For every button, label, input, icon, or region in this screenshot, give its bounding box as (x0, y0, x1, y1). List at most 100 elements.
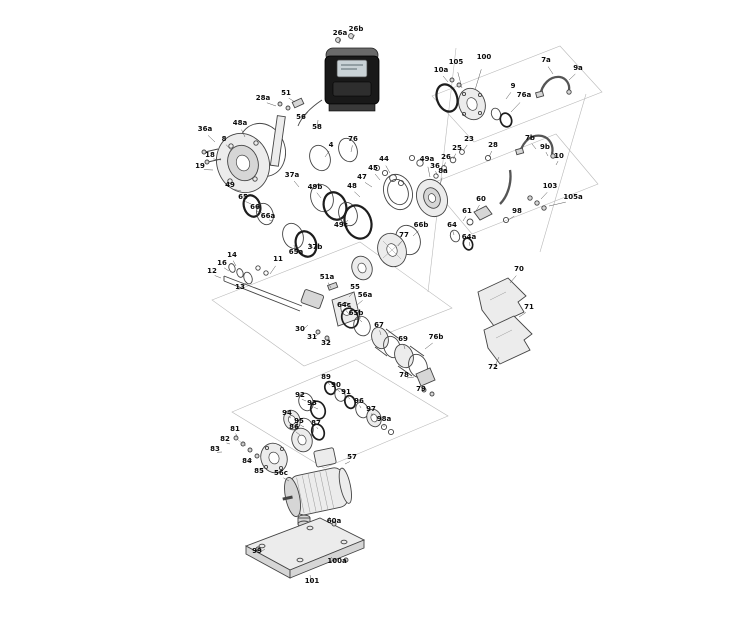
part-label-31: 31 (307, 333, 317, 341)
leader-line (555, 160, 559, 166)
part-label-101: 101 (305, 577, 320, 585)
part-label-55: 55 (350, 283, 360, 291)
leader-line (406, 376, 415, 379)
leader-line (241, 129, 246, 138)
leader-line (295, 431, 301, 436)
part-label-66: 66 (250, 203, 260, 211)
leader-line (223, 267, 230, 272)
leader-line (475, 204, 480, 212)
part-label-49a: 49a (420, 155, 435, 163)
part-label-36: 36 (430, 162, 440, 170)
part-label-66a: 66a (261, 212, 276, 220)
part-label-94: 94 (282, 409, 292, 417)
leader-line (348, 292, 354, 298)
part-label-69: 69 (398, 335, 408, 343)
part-label-48a: 48a (233, 119, 248, 127)
leader-line (226, 442, 231, 445)
part-label-61: 61 (462, 207, 472, 215)
part-label-64c: 64c (337, 301, 351, 309)
leader-line (316, 427, 319, 430)
leader-line (505, 92, 512, 100)
part-label-57: 57 (347, 453, 357, 461)
part-label-45: 45 (368, 164, 378, 172)
shaft-key (326, 281, 339, 291)
part-label-66b: 66b (414, 221, 429, 229)
part-label-26a: 26a (333, 29, 348, 37)
part-label-67: 67 (374, 321, 384, 329)
part-label-72: 72 (488, 363, 498, 371)
part-label-13: 13 (235, 283, 245, 291)
motor-controller (324, 33, 380, 112)
part-label-96: 96 (354, 397, 364, 405)
leader-line (507, 215, 515, 221)
leader-line (293, 180, 300, 188)
leader-line (317, 119, 319, 128)
leader-line (330, 556, 336, 563)
motor-terminal-box (313, 447, 337, 468)
part-label-92: 92 (295, 391, 305, 399)
leader-line (350, 145, 353, 153)
part-label-84: 84 (242, 457, 252, 465)
part-label-100a: 100a (327, 557, 347, 565)
part-label-65b: 65b (349, 309, 364, 317)
part-label-37b: 37b (308, 243, 323, 251)
part-label-100: 100 (477, 53, 492, 61)
part-label-10a: 10a (434, 66, 449, 74)
part-label-76a: 76a (517, 91, 532, 99)
leader-line (494, 356, 500, 367)
leader-line (356, 300, 363, 306)
part-label-19: 19 (195, 162, 205, 170)
leader-line (548, 201, 566, 207)
part-label-32: 32 (321, 339, 331, 347)
leader-line (545, 151, 549, 157)
leader-line (403, 344, 406, 350)
leader-line (452, 230, 455, 236)
part-label-49: 49 (225, 181, 235, 189)
part-label-26b: 26b (349, 25, 364, 33)
part-label-28: 28 (488, 141, 498, 149)
fitting-set-right (433, 149, 547, 251)
leader-line (345, 310, 351, 316)
leader-line (302, 111, 309, 119)
seal-rings-mid (309, 137, 373, 240)
leader-line (452, 153, 457, 160)
leader-line (316, 192, 322, 199)
leader-line (245, 201, 252, 205)
motor-shaft (282, 495, 293, 501)
leader-line (313, 332, 320, 339)
part-label-105: 105 (449, 58, 464, 66)
leader-line (269, 219, 273, 222)
part-label-49b: 49b (308, 183, 323, 191)
leader-line (462, 216, 467, 222)
leader-line (457, 72, 463, 89)
leader-line (347, 396, 351, 400)
part-label-8: 8 (222, 135, 227, 143)
leader-line (248, 458, 253, 463)
part-label-89: 89 (321, 373, 331, 381)
leader-line (421, 385, 426, 391)
cable-gland (277, 97, 323, 127)
leader-line (300, 424, 305, 428)
motor (282, 447, 352, 518)
leader-line (324, 150, 330, 158)
part-label-12: 12 (207, 267, 217, 275)
part-label-60: 60 (476, 195, 486, 203)
leader-line (288, 97, 296, 103)
part-label-77: 77 (399, 231, 409, 239)
part-label-23: 23 (464, 135, 474, 143)
leader-line (293, 244, 296, 253)
part-label-11: 11 (273, 255, 283, 263)
leader-line (328, 516, 333, 523)
leader-line (357, 317, 363, 323)
part-label-9b: 9b (540, 143, 550, 151)
part-label-9: 9 (511, 82, 516, 90)
part-label-56: 56 (296, 113, 306, 121)
leader-line (241, 281, 248, 289)
leader-line (232, 260, 237, 267)
leader-line (257, 210, 263, 214)
leader-line (397, 240, 403, 247)
part-label-37a: 37a (285, 171, 300, 179)
leader-line (266, 102, 277, 107)
leader-line (364, 182, 373, 188)
